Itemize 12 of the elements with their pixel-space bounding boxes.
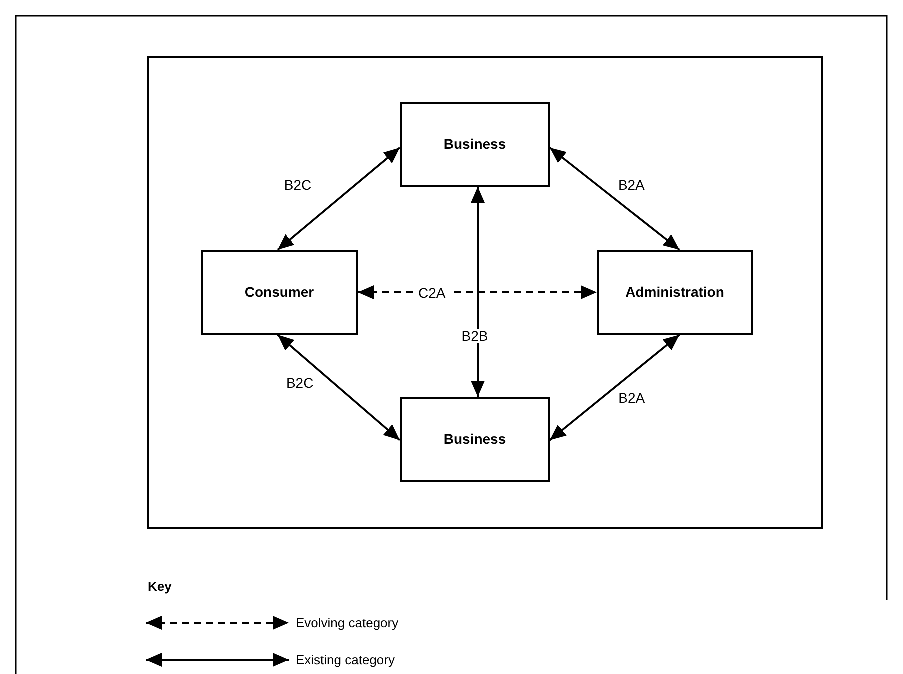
arrow — [549, 147, 680, 251]
arrow — [277, 334, 401, 442]
entity-box: Consumer — [201, 250, 358, 335]
arrow — [277, 147, 401, 251]
legend-label: Evolving category — [296, 616, 399, 630]
entity-box: Administration — [597, 250, 753, 335]
legend-label: Existing category — [296, 654, 395, 666]
entity-box: Business — [400, 397, 550, 482]
arrow — [471, 187, 485, 397]
key-heading: Key — [148, 580, 172, 593]
arrow — [549, 334, 680, 442]
entity-box: Business — [400, 102, 550, 187]
